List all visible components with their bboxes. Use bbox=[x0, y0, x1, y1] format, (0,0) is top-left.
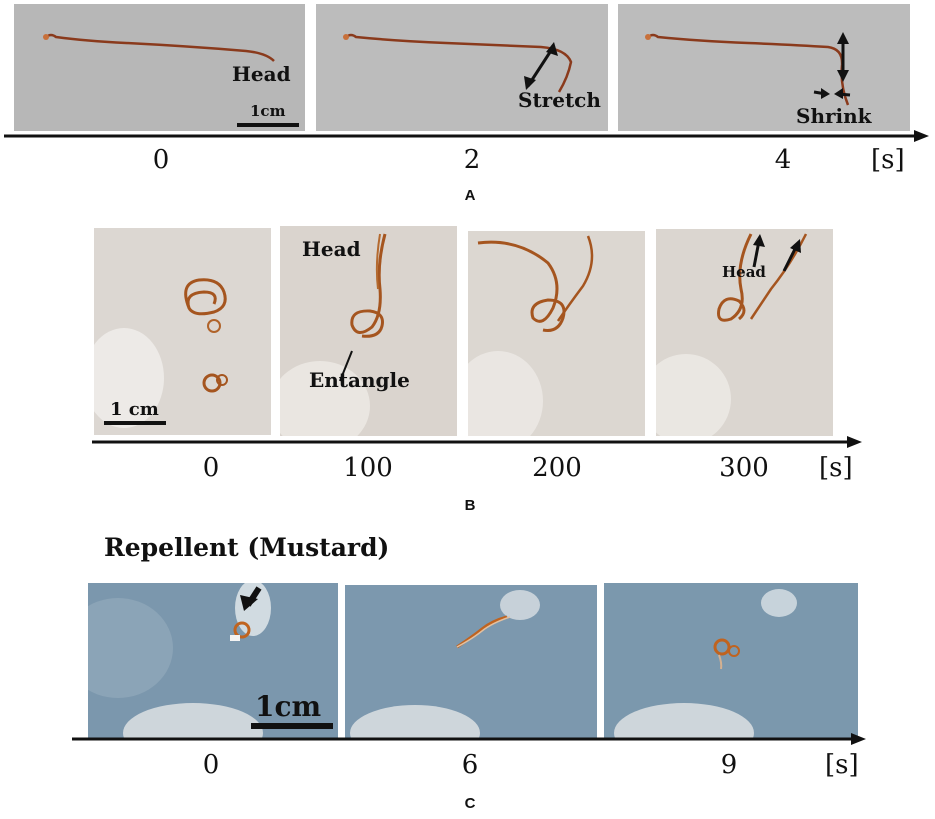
annotation-head-b1: Head bbox=[302, 237, 361, 261]
annotation-head-a: Head bbox=[232, 62, 291, 86]
worm-photo-c9 bbox=[604, 583, 858, 738]
timeline-arrow-b bbox=[92, 436, 862, 448]
scale-label-b: 1 cm bbox=[110, 399, 159, 420]
tick-b-1: 100 bbox=[343, 453, 393, 483]
panel-label-c: C bbox=[464, 795, 476, 812]
panel-a-frame-4 bbox=[618, 4, 910, 131]
tick-a-1: 2 bbox=[463, 145, 481, 175]
annotation-entangle: Entangle bbox=[309, 368, 410, 392]
worm-photo-b100 bbox=[280, 226, 457, 436]
panel-c-frame-6 bbox=[345, 585, 597, 738]
worm-photo-c6 bbox=[345, 585, 597, 738]
panel-c-frame-0 bbox=[88, 583, 338, 738]
tick-a-0: 0 bbox=[152, 145, 170, 175]
scale-bar-b bbox=[104, 421, 166, 425]
annotation-head-b2: Head bbox=[722, 263, 766, 281]
tick-b-3: 300 bbox=[719, 453, 769, 483]
timeline-arrow-a bbox=[4, 130, 929, 142]
panel-label-b: B bbox=[464, 497, 476, 514]
worm-photo-b0 bbox=[94, 228, 271, 435]
tick-c-0: 0 bbox=[202, 750, 220, 780]
worm-photo-a4 bbox=[618, 4, 910, 131]
unit-c: [s] bbox=[825, 750, 859, 780]
worm-photo-b200 bbox=[468, 231, 645, 436]
annotation-repellent: Repellent (Mustard) bbox=[104, 533, 390, 562]
scale-bar-a bbox=[237, 123, 299, 127]
panel-b-frame-200 bbox=[468, 231, 645, 436]
panel-a-frame-0 bbox=[14, 4, 305, 131]
tick-a-2: 4 bbox=[774, 145, 792, 175]
scale-label-a: 1cm bbox=[250, 102, 286, 120]
annotation-stretch: Stretch bbox=[518, 88, 601, 112]
annotation-shrink: Shrink bbox=[796, 104, 872, 128]
tick-c-1: 6 bbox=[461, 750, 479, 780]
worm-photo-a2 bbox=[316, 4, 608, 131]
unit-b: [s] bbox=[819, 453, 853, 483]
panel-b-frame-100 bbox=[280, 226, 457, 436]
worm-photo-a0 bbox=[14, 4, 305, 131]
panel-c-frame-9 bbox=[604, 583, 858, 738]
scale-label-c: 1cm bbox=[255, 690, 322, 723]
panel-b-frame-300 bbox=[656, 229, 833, 436]
panel-b-frame-0 bbox=[94, 228, 271, 435]
worm-photo-b300 bbox=[656, 229, 833, 436]
panel-a-frame-2 bbox=[316, 4, 608, 131]
timeline-arrow-c bbox=[72, 733, 866, 745]
panel-label-a: A bbox=[464, 187, 476, 204]
tick-b-0: 0 bbox=[202, 453, 220, 483]
tick-c-2: 9 bbox=[720, 750, 738, 780]
worm-photo-c0 bbox=[88, 583, 338, 738]
tick-b-2: 200 bbox=[532, 453, 582, 483]
unit-a: [s] bbox=[871, 145, 905, 175]
